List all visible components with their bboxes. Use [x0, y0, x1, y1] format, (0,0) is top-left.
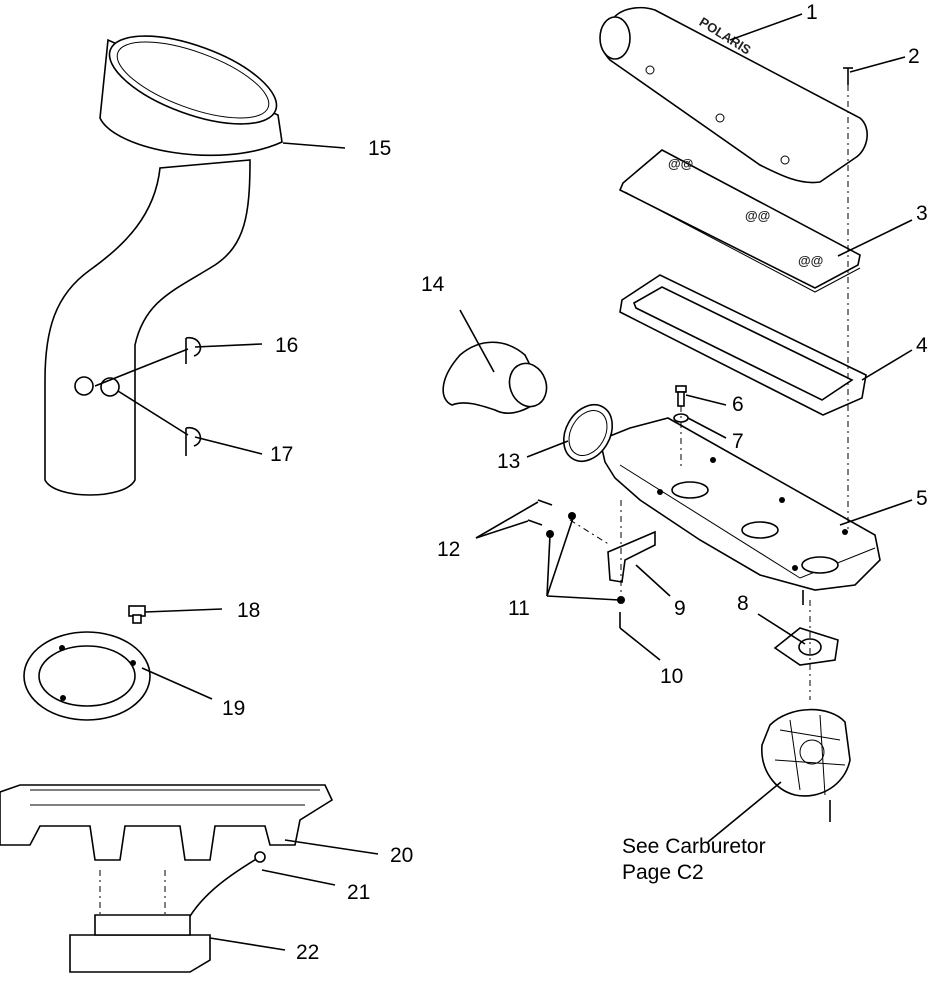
carburetor-illustration — [761, 708, 851, 822]
nuts-part-11 — [546, 512, 625, 604]
svg-text:@@: @@ — [745, 208, 770, 223]
flange-part-8 — [773, 627, 839, 666]
hose-part-21 — [184, 851, 266, 926]
label-16: 16 — [275, 334, 298, 357]
clamp-part-13 — [562, 403, 614, 463]
label-8: 8 — [737, 592, 749, 615]
gasket-part-4 — [619, 274, 867, 416]
label-2: 2 — [908, 45, 920, 68]
label-6: 6 — [732, 393, 744, 416]
filter-part-3: @@ @@ @@ — [618, 149, 861, 293]
label-7: 7 — [732, 430, 744, 453]
intake-duct-part-15 — [44, 35, 283, 496]
clip-part-17 — [185, 426, 202, 456]
label-4: 4 — [916, 334, 928, 357]
label-10: 10 — [660, 665, 683, 688]
airbox-cover-part-1: POLARIS — [599, 6, 868, 184]
label-11: 11 — [508, 597, 530, 620]
alignment-lines — [620, 85, 849, 700]
label-15: 15 — [368, 137, 391, 160]
leader-lines — [94, 13, 913, 951]
screw-part-18 — [128, 605, 146, 624]
label-13: 13 — [497, 450, 520, 473]
label-14: 14 — [421, 273, 445, 296]
label-18: 18 — [237, 599, 260, 622]
label-9: 9 — [674, 597, 686, 620]
label-5: 5 — [916, 487, 928, 510]
note-line-1: See Carburetor — [622, 835, 766, 858]
label-17: 17 — [270, 443, 293, 466]
bracket-part-9 — [569, 519, 656, 583]
clip-part-16 — [185, 336, 202, 364]
svg-text:@@: @@ — [798, 253, 823, 268]
part-number-labels: 1 2 3 4 5 6 7 8 9 10 11 12 13 14 15 16 1… — [222, 1, 928, 964]
label-19: 19 — [222, 697, 245, 720]
label-22: 22 — [296, 941, 319, 964]
screw-part-6 — [675, 385, 687, 407]
screws-part-12 — [527, 499, 553, 526]
label-21: 21 — [347, 881, 370, 904]
note-line-2: Page C2 — [622, 861, 704, 884]
airbox-base-part-5 — [599, 417, 881, 605]
elbow-part-14 — [442, 341, 548, 414]
label-20: 20 — [390, 844, 413, 867]
carburetor-note: See Carburetor Page C2 — [622, 835, 766, 884]
svg-text:@@: @@ — [668, 156, 693, 171]
label-3: 3 — [916, 202, 928, 225]
label-1: 1 — [806, 1, 818, 24]
label-12: 12 — [437, 538, 460, 561]
ring-part-19 — [23, 631, 151, 721]
block-part-22 — [69, 870, 211, 973]
screw-part-2 — [843, 67, 853, 85]
lower-airbox-part-20 — [0, 784, 334, 861]
